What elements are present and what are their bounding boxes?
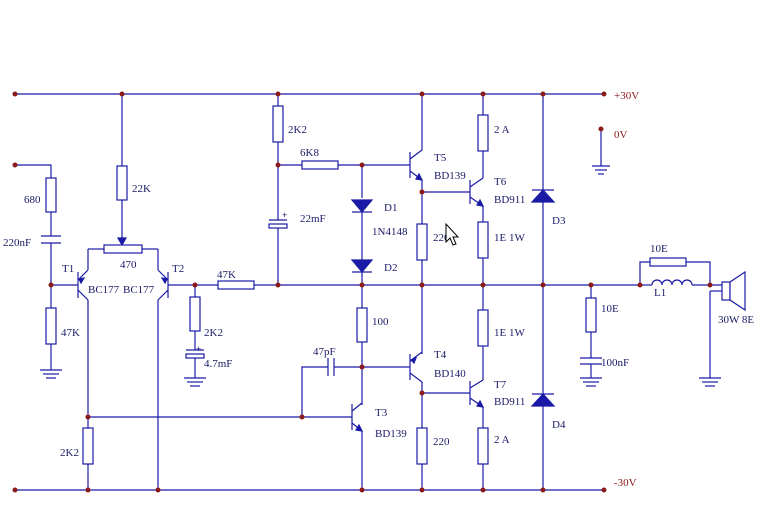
resistor-220-top [416, 223, 428, 261]
transistor-t6 [469, 94, 489, 285]
lower-emitter-resistor [477, 285, 489, 380]
d1-part-label: 1N4148 [372, 226, 408, 238]
r2a-bot-label: 2 A [494, 434, 510, 446]
c4-7m-plus: + [196, 344, 201, 354]
t5-part-label: BD139 [434, 170, 466, 182]
c22m-label: 22mF [300, 213, 326, 225]
transistor-t1 [77, 269, 89, 428]
miller-capacitor [301, 358, 362, 417]
t6-part-label: BD911 [494, 194, 525, 206]
c22m-plus: + [282, 210, 287, 220]
t2-part-label: BC177 [123, 284, 155, 296]
mouse-cursor-icon [445, 222, 460, 246]
bootstrap-network [268, 94, 410, 285]
offset-pot-network [87, 94, 159, 270]
r6k8-label: 6K8 [300, 147, 319, 159]
r10e-z-label: 10E [601, 303, 619, 315]
r1e-bot-label: 1E 1W [494, 327, 525, 339]
transistor-t4 [409, 285, 470, 428]
c100n-label: 100nF [601, 357, 629, 369]
r2a-top-label: 2 A [494, 124, 510, 136]
c4-7m-label: 4.7mF [204, 358, 232, 370]
speaker-label: 30W 8E [718, 314, 754, 326]
r100-label: 100 [372, 316, 389, 328]
d1-label: D1 [384, 202, 397, 214]
c220n-label: 220nF [3, 237, 31, 249]
diode-d3 [530, 94, 556, 394]
r220-bot-label: 220 [433, 436, 450, 448]
r47k-in-label: 47K [61, 327, 80, 339]
t7-part-label: BD911 [494, 396, 525, 408]
t1-label: T1 [62, 263, 74, 275]
t2-label: T2 [172, 263, 184, 275]
d4-label: D4 [552, 419, 566, 431]
t6-label: T6 [494, 176, 507, 188]
r2k2-top-label: 2K2 [288, 124, 307, 136]
pot22k-label: 22K [132, 183, 151, 195]
c47p-label: 47pF [313, 346, 336, 358]
transistor-t7 [469, 379, 489, 490]
speaker-icon [699, 270, 746, 387]
pot470-label: 470 [120, 259, 137, 271]
l1-label: L1 [654, 287, 666, 299]
r47k-fb-label: 47K [217, 269, 236, 281]
t5-label: T5 [434, 152, 447, 164]
d3-label: D3 [552, 215, 566, 227]
zobel-network [580, 285, 602, 387]
junction-dots [12, 91, 713, 493]
d2-label: D2 [384, 262, 397, 274]
t1-collector-network [82, 416, 302, 490]
output-filter [639, 257, 722, 286]
input-network [15, 164, 78, 379]
r680-label: 680 [24, 194, 41, 206]
t7-label: T7 [494, 379, 507, 391]
transistor-t2 [157, 269, 218, 490]
r1e-top-label: 1E 1W [494, 232, 525, 244]
gnd-label: 0V [614, 129, 628, 141]
t3-part-label: BD139 [375, 428, 407, 440]
transistor-t5 [409, 94, 470, 224]
diode-d4 [530, 393, 556, 490]
t1-part-label: BC177 [88, 284, 120, 296]
feedback-network [184, 280, 640, 387]
bias-diodes [350, 165, 410, 405]
neg-rail-label: -30V [614, 477, 637, 489]
t3-label: T3 [375, 407, 388, 419]
t4-part-label: BD140 [434, 368, 466, 380]
resistor-220-bottom [416, 427, 428, 465]
r2k2-base-label: 2K2 [60, 447, 79, 459]
zero-volt-ground [592, 129, 610, 175]
r2k2-fb-label: 2K2 [204, 327, 223, 339]
r10e-l-label: 10E [650, 243, 668, 255]
pos-rail-label: +30V [614, 90, 639, 102]
t4-label: T4 [434, 349, 447, 361]
transistor-t3 [302, 402, 364, 490]
